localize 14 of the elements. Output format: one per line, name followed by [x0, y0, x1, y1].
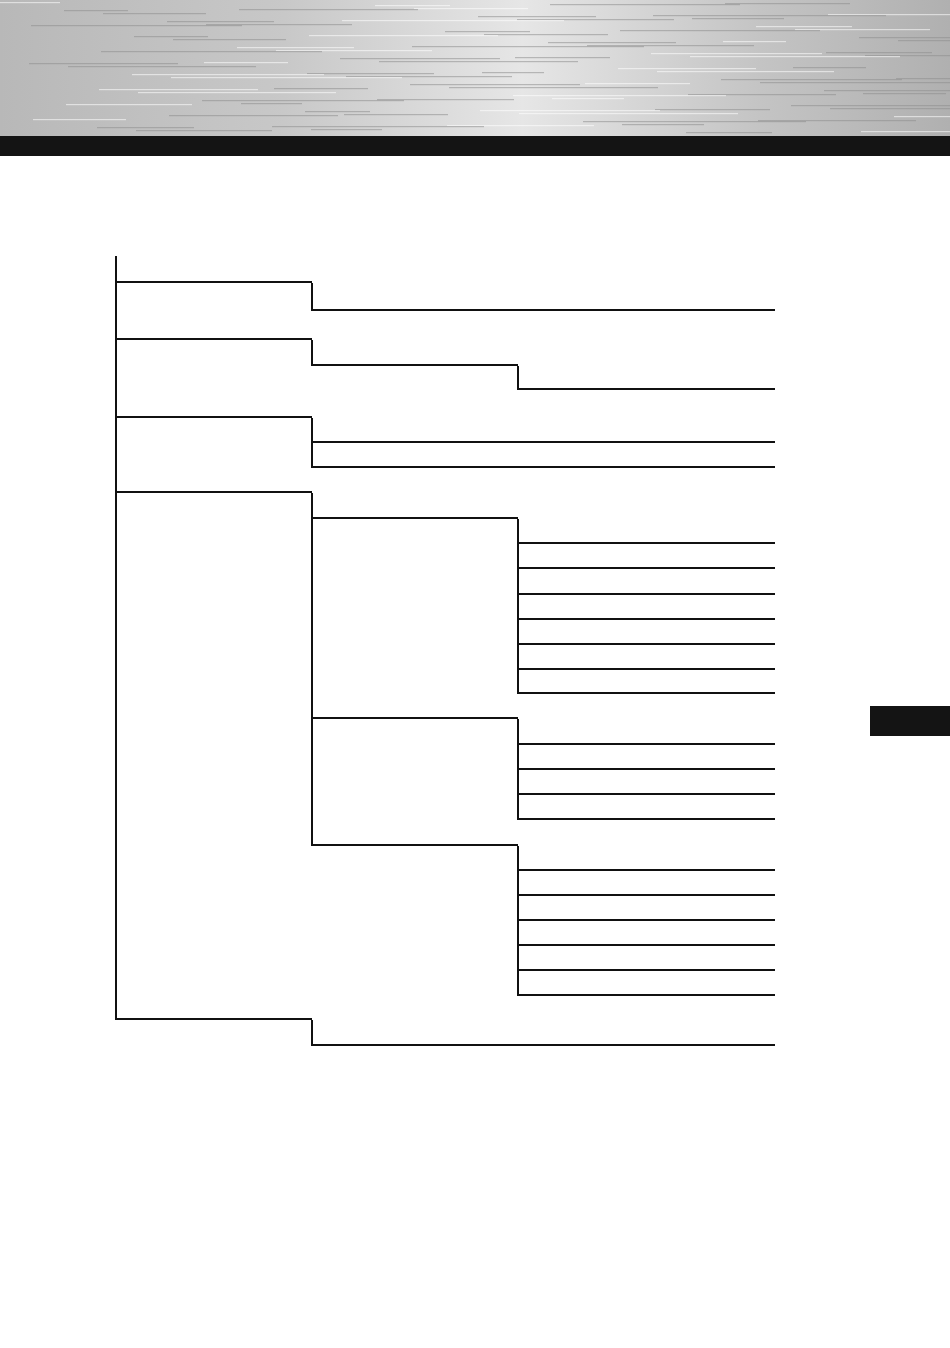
tree-connector [115, 255, 117, 284]
tree-connector [311, 417, 313, 469]
tree-connector [517, 365, 519, 391]
tree-connector [311, 1019, 313, 1047]
tree-connector [115, 282, 117, 341]
tree-connector [311, 339, 313, 367]
tree-connector [115, 492, 117, 1021]
tree-connector [115, 417, 117, 494]
tree-connector [311, 282, 313, 312]
tree-connector [517, 845, 519, 997]
tree-connector [517, 718, 519, 821]
tree-connector [115, 339, 117, 419]
section-tab [870, 706, 950, 736]
tree-connector [311, 492, 313, 847]
